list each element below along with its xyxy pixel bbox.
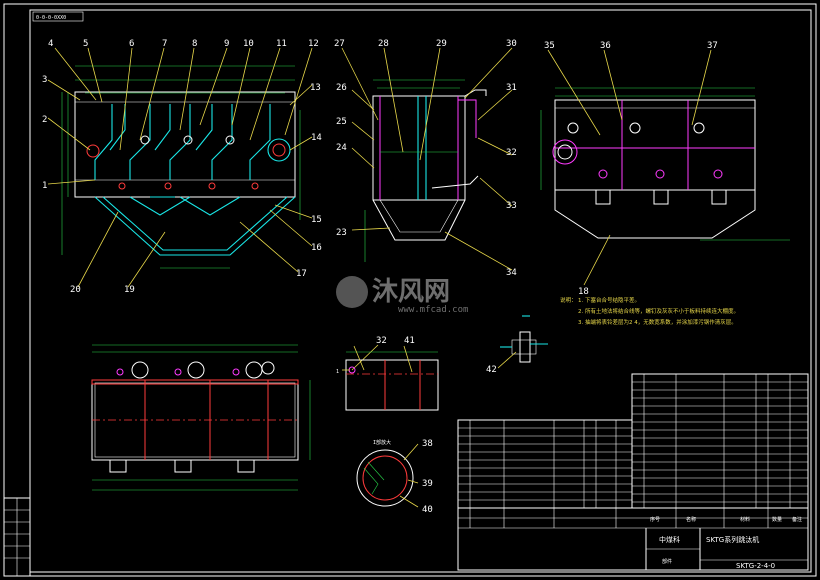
parts-list-rows	[458, 381, 808, 503]
callout-32b: 32	[376, 336, 387, 346]
parts-list-upper	[631, 373, 809, 509]
detail-b: I部放大 38 39 40	[356, 439, 433, 515]
callout-28: 28	[378, 39, 389, 49]
parts-label: 部件	[662, 558, 672, 565]
callout-2: 2	[42, 115, 47, 125]
callout-32: 32	[506, 148, 517, 158]
parts-list-lower	[457, 419, 633, 509]
callout-8: 8	[192, 39, 197, 49]
binding-strip	[3, 497, 31, 577]
col-header-material: 材料	[740, 516, 750, 523]
callout-11: 11	[276, 39, 287, 49]
callout-10: 10	[243, 39, 254, 49]
callout-27: 27	[334, 39, 345, 49]
watermark-url: www.mfcad.com	[398, 305, 468, 315]
callout-41: 41	[404, 336, 415, 346]
notes-title: 说明：	[560, 296, 577, 304]
end-view: 35 36 37 18	[540, 41, 790, 297]
callout-38: 38	[422, 439, 433, 449]
callout-40: 40	[422, 505, 433, 515]
note-line-2: 2. 所有土地法将结合线等，螺钉及灰灰不小于板料持续连大棚度。	[578, 307, 739, 315]
callout-39: 39	[422, 479, 433, 489]
callout-14: 14	[311, 133, 322, 143]
callout-19: 19	[124, 285, 135, 295]
callout-26: 26	[336, 83, 347, 93]
callout-37: 37	[707, 41, 718, 51]
callout-1b: 1	[336, 369, 339, 375]
col-header-note: 备注	[792, 516, 802, 523]
detail-c: 42	[486, 315, 548, 375]
notes-block: 说明： 1. 下塞台合号结隐平差。 2. 所有土地法将结合线等，螺钉及灰灰不小于…	[560, 296, 739, 326]
callout-20: 20	[70, 285, 81, 295]
callout-5: 5	[83, 39, 88, 49]
callout-29: 29	[436, 39, 447, 49]
callout-17: 17	[296, 269, 307, 279]
watermark-text: 沐风网	[372, 277, 450, 307]
callout-7: 7	[162, 39, 167, 49]
callout-3: 3	[42, 75, 47, 85]
callout-6: 6	[129, 39, 134, 49]
callout-35: 35	[544, 41, 555, 51]
front-view: 4 5 6 7 8 9 10 11 12 13 14 15 16 17 19 2…	[42, 39, 322, 295]
header-tag-box	[32, 11, 84, 22]
callout-16: 16	[311, 243, 322, 253]
inner-frame	[29, 9, 812, 573]
outer-frame	[3, 3, 817, 577]
note-line-1: 1. 下塞台合号结隐平差。	[578, 296, 640, 304]
company-name: 中煤科	[659, 535, 680, 544]
watermark: 沐风网 www.mfcad.com	[336, 276, 468, 315]
callout-15: 15	[311, 215, 322, 225]
callout-4: 4	[48, 39, 53, 49]
col-header-qty: 数量	[772, 516, 782, 523]
callout-34: 34	[506, 268, 517, 278]
callout-31: 31	[506, 83, 517, 93]
title-block: 序号 名称 材料 数量 备注 中煤科 SKTG系列跳汰机 部件 SKTG-2-4…	[457, 507, 809, 571]
col-header-no: 序号	[650, 516, 660, 523]
plan-view	[91, 344, 311, 491]
side-view: 27 28 29 30 31 32 33 34 26 25 24 23	[334, 39, 517, 371]
callout-13: 13	[310, 83, 321, 93]
col-header-name: 名称	[686, 516, 696, 523]
callout-9: 9	[224, 39, 229, 49]
drawing-name: SKTG系列跳汰机	[706, 535, 759, 544]
detail-a: 32 41 1	[336, 336, 439, 411]
callout-30: 30	[506, 39, 517, 49]
callout-36: 36	[600, 41, 611, 51]
detail-label: I部放大	[373, 439, 391, 446]
callout-24: 24	[336, 143, 347, 153]
callout-23: 23	[336, 228, 347, 238]
callout-42: 42	[486, 365, 497, 375]
header-tag: 0-0-0-0XX0	[36, 15, 66, 21]
callout-33: 33	[506, 201, 517, 211]
callout-18: 18	[578, 287, 589, 297]
note-line-3: 3. 抽端将表铃差层为2 4，无数宽系数，并涂加漆污钢作清灰层。	[578, 318, 737, 326]
callout-12: 12	[308, 39, 319, 49]
drawing-number: SKTG-2-4-0	[736, 562, 775, 570]
callout-1: 1	[42, 181, 47, 191]
callout-25: 25	[336, 117, 347, 127]
